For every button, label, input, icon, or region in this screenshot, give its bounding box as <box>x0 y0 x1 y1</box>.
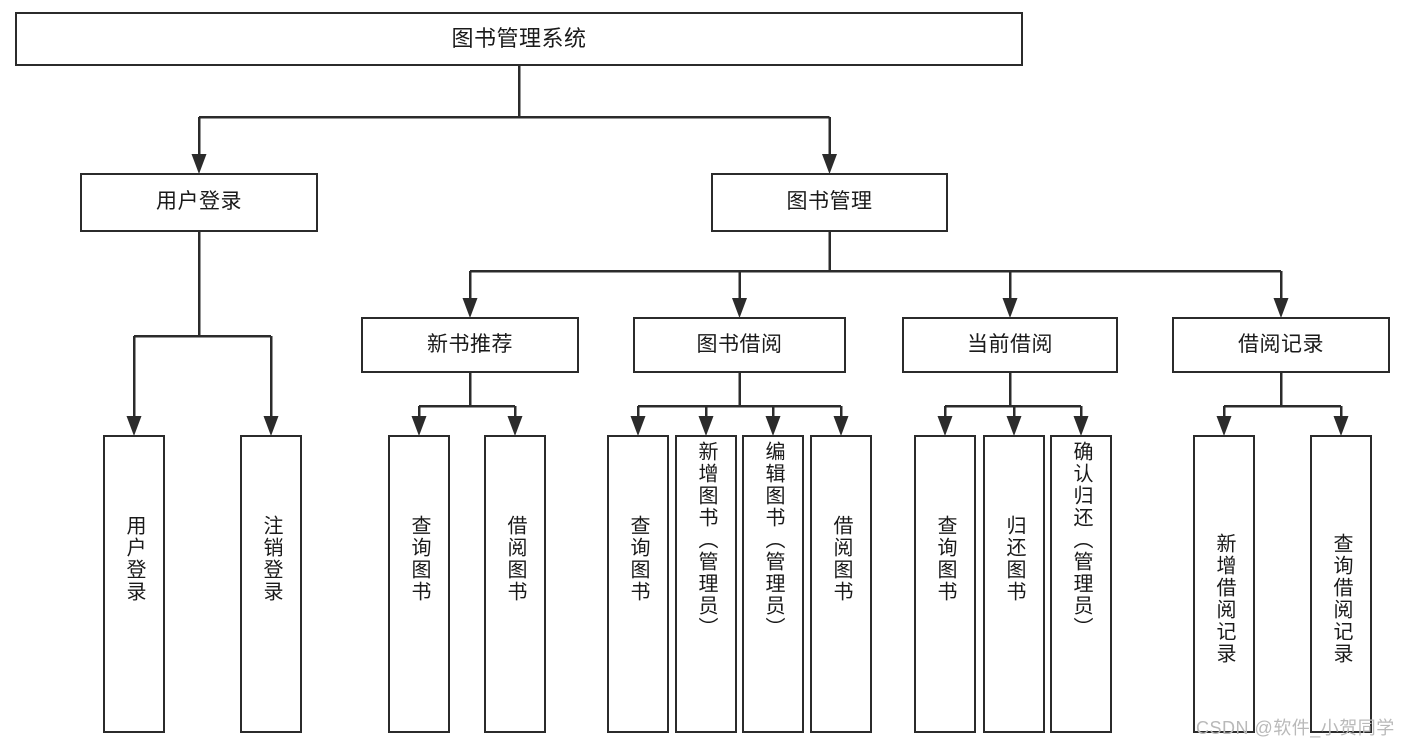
node-label-leaf-edit-book-admin: 编辑图书（管理员） <box>762 441 784 639</box>
arrow-head-leaf-query-borrow-record <box>1333 416 1349 436</box>
arrow-head-leaf-confirm-return-admin <box>1073 416 1089 436</box>
arrow-head-leaf-borrow-book-2 <box>833 416 849 436</box>
csdn-watermark: CSDN @软件_小贺同学 <box>1196 718 1395 738</box>
node-leaf-borrow-book-1[interactable]: 借阅图书 <box>484 435 546 733</box>
node-root[interactable]: 图书管理系统 <box>15 12 1023 66</box>
arrow-head-leaf-logout <box>263 416 279 436</box>
node-leaf-add-book-admin[interactable]: 新增图书（管理员） <box>675 435 737 733</box>
arrow-head-current-borrow <box>1002 298 1018 318</box>
node-label-leaf-query-book-3: 查询图书 <box>934 515 956 603</box>
node-label-leaf-query-borrow-record: 查询借阅记录 <box>1330 533 1352 665</box>
node-leaf-query-book-1[interactable]: 查询图书 <box>388 435 450 733</box>
node-label-leaf-query-book-1: 查询图书 <box>408 515 430 603</box>
arrow-head-leaf-add-book-admin <box>698 416 714 436</box>
node-leaf-edit-book-admin[interactable]: 编辑图书（管理员） <box>742 435 804 733</box>
node-leaf-user-login[interactable]: 用户登录 <box>103 435 165 733</box>
node-new-book-recommend[interactable]: 新书推荐 <box>361 317 579 373</box>
arrow-head-leaf-query-book-2 <box>630 416 646 436</box>
arrow-head-leaf-return-book <box>1006 416 1022 436</box>
node-leaf-return-book[interactable]: 归还图书 <box>983 435 1045 733</box>
node-label-leaf-return-book: 归还图书 <box>1003 515 1025 603</box>
arrow-head-leaf-add-borrow-record <box>1216 416 1232 436</box>
arrow-head-leaf-edit-book-admin <box>765 416 781 436</box>
node-label-leaf-query-book-2: 查询图书 <box>627 515 649 603</box>
node-label-book-borrow: 图书借阅 <box>696 332 783 356</box>
node-label-new-book-recommend: 新书推荐 <box>427 332 513 356</box>
node-label-leaf-logout: 注销登录 <box>260 515 282 603</box>
arrow-head-new-book-recommend <box>462 298 478 318</box>
node-label-leaf-user-login: 用户登录 <box>123 515 145 603</box>
arrow-head-leaf-query-book-1 <box>411 416 427 436</box>
arrow-head-leaf-user-login <box>126 416 142 436</box>
node-label-current-borrow: 当前借阅 <box>967 332 1053 356</box>
arrow-head-leaf-borrow-book-1 <box>507 416 523 436</box>
node-label-book-management: 图书管理 <box>786 190 873 214</box>
arrow-head-book-borrow <box>732 298 747 318</box>
node-leaf-add-borrow-record[interactable]: 新增借阅记录 <box>1193 435 1255 733</box>
node-leaf-query-book-2[interactable]: 查询图书 <box>607 435 669 733</box>
node-label-leaf-borrow-book-2: 借阅图书 <box>830 515 852 603</box>
node-leaf-logout[interactable]: 注销登录 <box>240 435 302 733</box>
node-user-login[interactable]: 用户登录 <box>80 173 318 232</box>
node-leaf-query-borrow-record[interactable]: 查询借阅记录 <box>1310 435 1372 733</box>
node-leaf-confirm-return-admin[interactable]: 确认归还（管理员） <box>1050 435 1112 733</box>
node-label-root: 图书管理系统 <box>451 26 587 52</box>
node-borrow-record[interactable]: 借阅记录 <box>1172 317 1390 373</box>
arrow-head-leaf-query-book-3 <box>937 416 953 436</box>
arrow-head-user-login <box>191 154 207 174</box>
node-label-user-login: 用户登录 <box>156 190 242 214</box>
node-label-borrow-record: 借阅记录 <box>1238 332 1324 356</box>
node-label-leaf-confirm-return-admin: 确认归还（管理员） <box>1070 441 1092 639</box>
node-leaf-query-book-3[interactable]: 查询图书 <box>914 435 976 733</box>
node-book-management[interactable]: 图书管理 <box>711 173 948 232</box>
node-label-leaf-add-book-admin: 新增图书（管理员） <box>695 441 717 639</box>
node-label-leaf-add-borrow-record: 新增借阅记录 <box>1213 533 1235 665</box>
node-leaf-borrow-book-2[interactable]: 借阅图书 <box>810 435 872 733</box>
node-book-borrow[interactable]: 图书借阅 <box>633 317 846 373</box>
node-current-borrow[interactable]: 当前借阅 <box>902 317 1118 373</box>
arrow-head-book-management <box>822 154 837 174</box>
arrow-head-borrow-record <box>1273 298 1289 318</box>
node-label-leaf-borrow-book-1: 借阅图书 <box>504 515 526 603</box>
